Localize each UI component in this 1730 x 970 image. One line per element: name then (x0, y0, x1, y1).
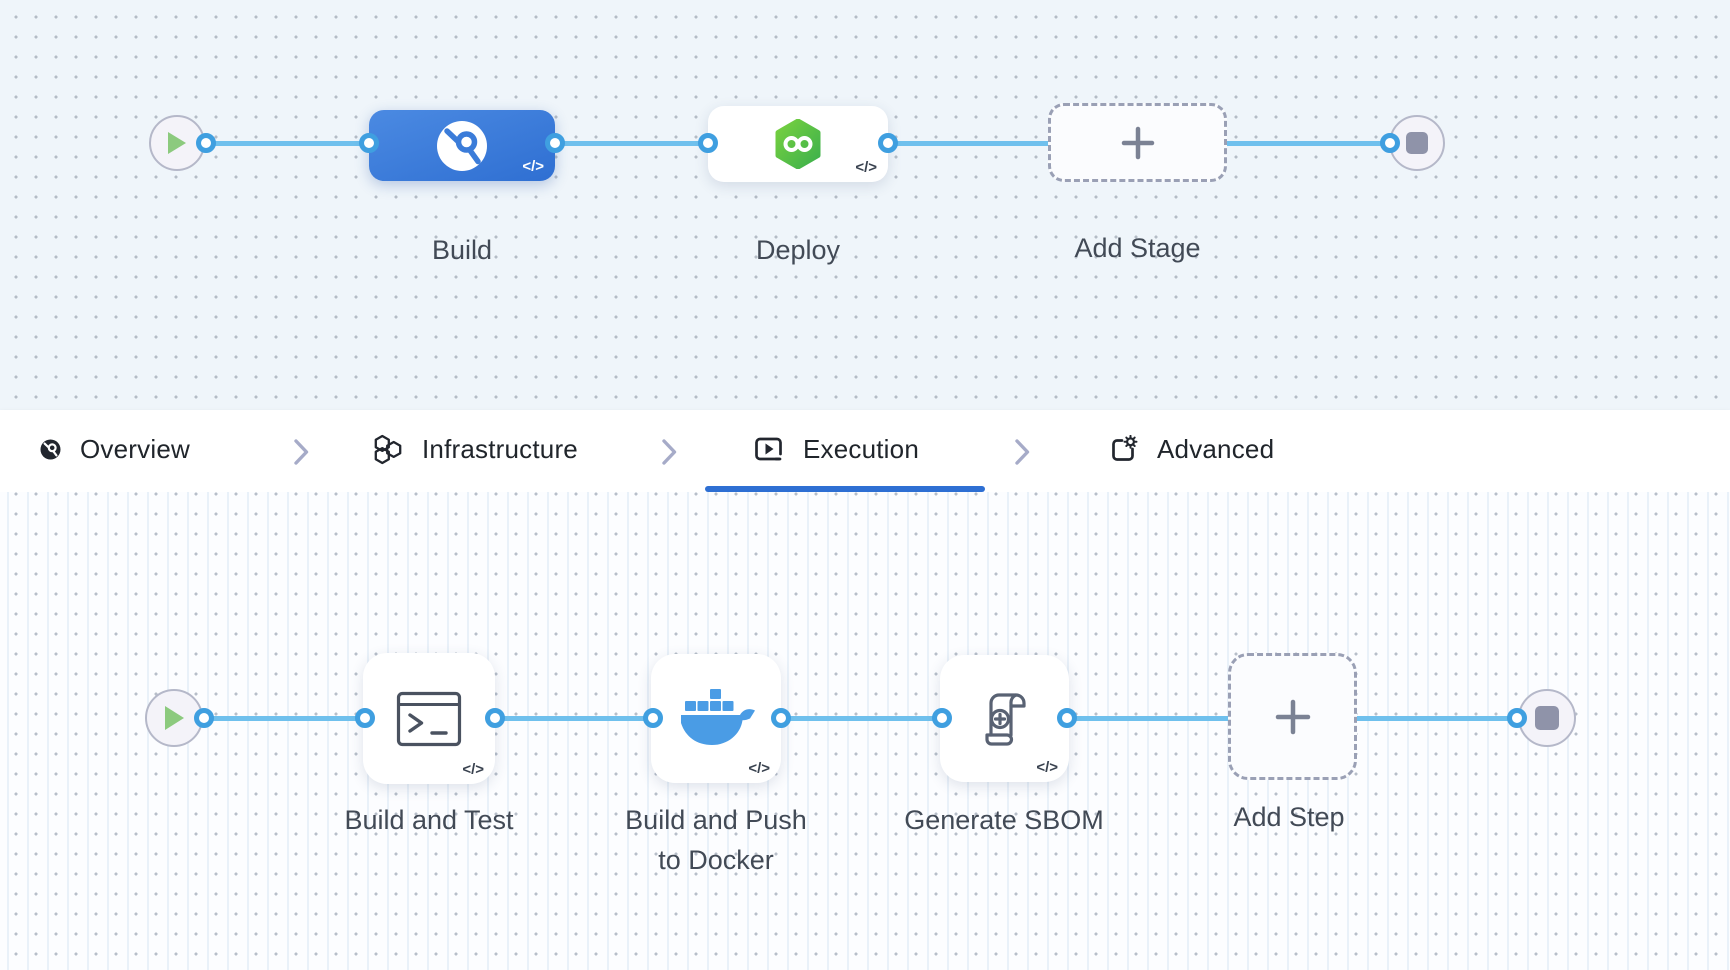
stage-config-tab-bar (0, 410, 1730, 492)
play-icon (164, 706, 184, 730)
add-stage-button[interactable] (1048, 103, 1227, 182)
plus-icon (1121, 126, 1154, 159)
execution-start-node[interactable] (145, 689, 203, 747)
sbom-scroll-icon (984, 692, 1026, 746)
port-deploy-in[interactable] (698, 133, 718, 153)
yaml-code-badge: </> (522, 158, 544, 175)
play-icon (168, 132, 186, 154)
port-step3-in[interactable] (932, 708, 952, 728)
stage-label-add-stage: Add Stage (1074, 233, 1201, 263)
yaml-code-badge: </> (855, 159, 877, 176)
tab-advanced-label: Advanced (1157, 433, 1275, 464)
port-end-in[interactable] (1380, 133, 1400, 153)
port-build-in[interactable] (359, 133, 379, 153)
advanced-icon (1112, 434, 1138, 461)
tab-execution-label: Execution (803, 433, 919, 464)
port-start-out[interactable] (196, 133, 216, 153)
plus-icon (1275, 699, 1310, 734)
chevron-right-icon (662, 439, 677, 465)
overview-icon (40, 439, 61, 459)
yaml-code-badge: </> (748, 760, 770, 777)
port-step2-in[interactable] (643, 708, 663, 728)
port-step1-in[interactable] (355, 708, 375, 728)
edge-step1-to-step2 (493, 716, 653, 721)
step-node-generate-sbom[interactable]: </> (940, 655, 1069, 782)
tab-infrastructure[interactable]: Infrastructure (371, 410, 578, 488)
edge-build-to-deploy (553, 141, 710, 146)
tab-advanced[interactable]: Advanced (1109, 410, 1274, 488)
stage-end-node[interactable] (1389, 115, 1445, 171)
step-label-build-and-push: Build and Push to Docker (625, 805, 807, 875)
edge-start-to-step1 (204, 716, 365, 721)
stage-start-node[interactable] (149, 115, 205, 171)
stop-icon (1535, 706, 1559, 730)
harness-cd-icon (775, 119, 821, 169)
step-label-generate-sbom: Generate SBOM (904, 805, 1104, 835)
stage-canvas[interactable]: </> </> (0, 0, 1730, 410)
execution-icon (755, 437, 782, 461)
stop-icon (1406, 132, 1428, 154)
execution-canvas[interactable] (0, 492, 1730, 970)
edge-step2-to-step3 (779, 716, 942, 721)
port-step2-out[interactable] (771, 708, 791, 728)
stage-node-deploy[interactable]: </> (708, 106, 888, 182)
chevron-right-icon (294, 439, 309, 465)
infrastructure-icon (374, 434, 402, 464)
tab-overview[interactable]: Overview (40, 410, 190, 488)
tab-execution[interactable]: Execution (754, 410, 919, 488)
chevron-right-icon (1015, 439, 1030, 465)
harness-ci-icon (437, 120, 487, 171)
tab-overview-label: Overview (80, 433, 190, 464)
stage-node-build[interactable]: </> (369, 110, 555, 181)
stage-label-build: Build (431, 235, 493, 265)
port-deploy-out[interactable] (878, 133, 898, 153)
docker-icon (681, 688, 755, 745)
step-label-build-and-test: Build and Test (344, 805, 514, 835)
active-tab-underline (705, 486, 985, 492)
tab-infrastructure-label: Infrastructure (422, 433, 578, 464)
step-node-build-and-test[interactable]: </> (363, 653, 495, 784)
port-exec-start-out[interactable] (194, 708, 214, 728)
port-step3-out[interactable] (1057, 708, 1077, 728)
terminal-icon (396, 691, 462, 746)
step-label-add-step: Add Step (1233, 802, 1345, 832)
port-exec-end-in[interactable] (1507, 708, 1527, 728)
add-step-button[interactable] (1228, 653, 1357, 780)
step-node-build-and-push-docker[interactable]: </> (651, 654, 781, 783)
stage-label-deploy: Deploy (755, 235, 841, 265)
yaml-code-badge: </> (1036, 759, 1058, 776)
port-step1-out[interactable] (485, 708, 505, 728)
port-build-out[interactable] (545, 133, 565, 153)
edge-start-to-build (206, 141, 369, 146)
yaml-code-badge: </> (462, 761, 484, 778)
